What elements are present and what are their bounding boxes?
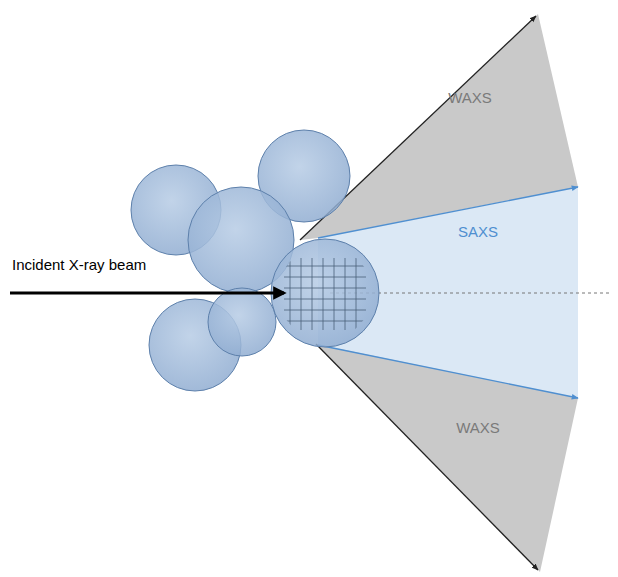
saxs-boundary: [318, 345, 578, 398]
saxs-boundary: [318, 187, 578, 238]
particle-spheres: [131, 130, 379, 391]
crystal-lattice: [284, 258, 366, 330]
particle-sphere: [208, 288, 276, 356]
waxs-region: WAXS: [310, 338, 584, 576]
region-label: WAXS: [448, 89, 492, 107]
waxs-region-outline: [310, 338, 584, 576]
region-label: WAXS: [456, 419, 500, 437]
beam-label: Incident X-ray beam: [12, 256, 146, 274]
particle-sphere: [271, 239, 379, 347]
waxs-region-fill: [316, 344, 578, 572]
incident-beam-arrow: [10, 292, 284, 295]
region-label: SAXS: [458, 223, 498, 241]
waxs-boundary: [316, 344, 538, 570]
